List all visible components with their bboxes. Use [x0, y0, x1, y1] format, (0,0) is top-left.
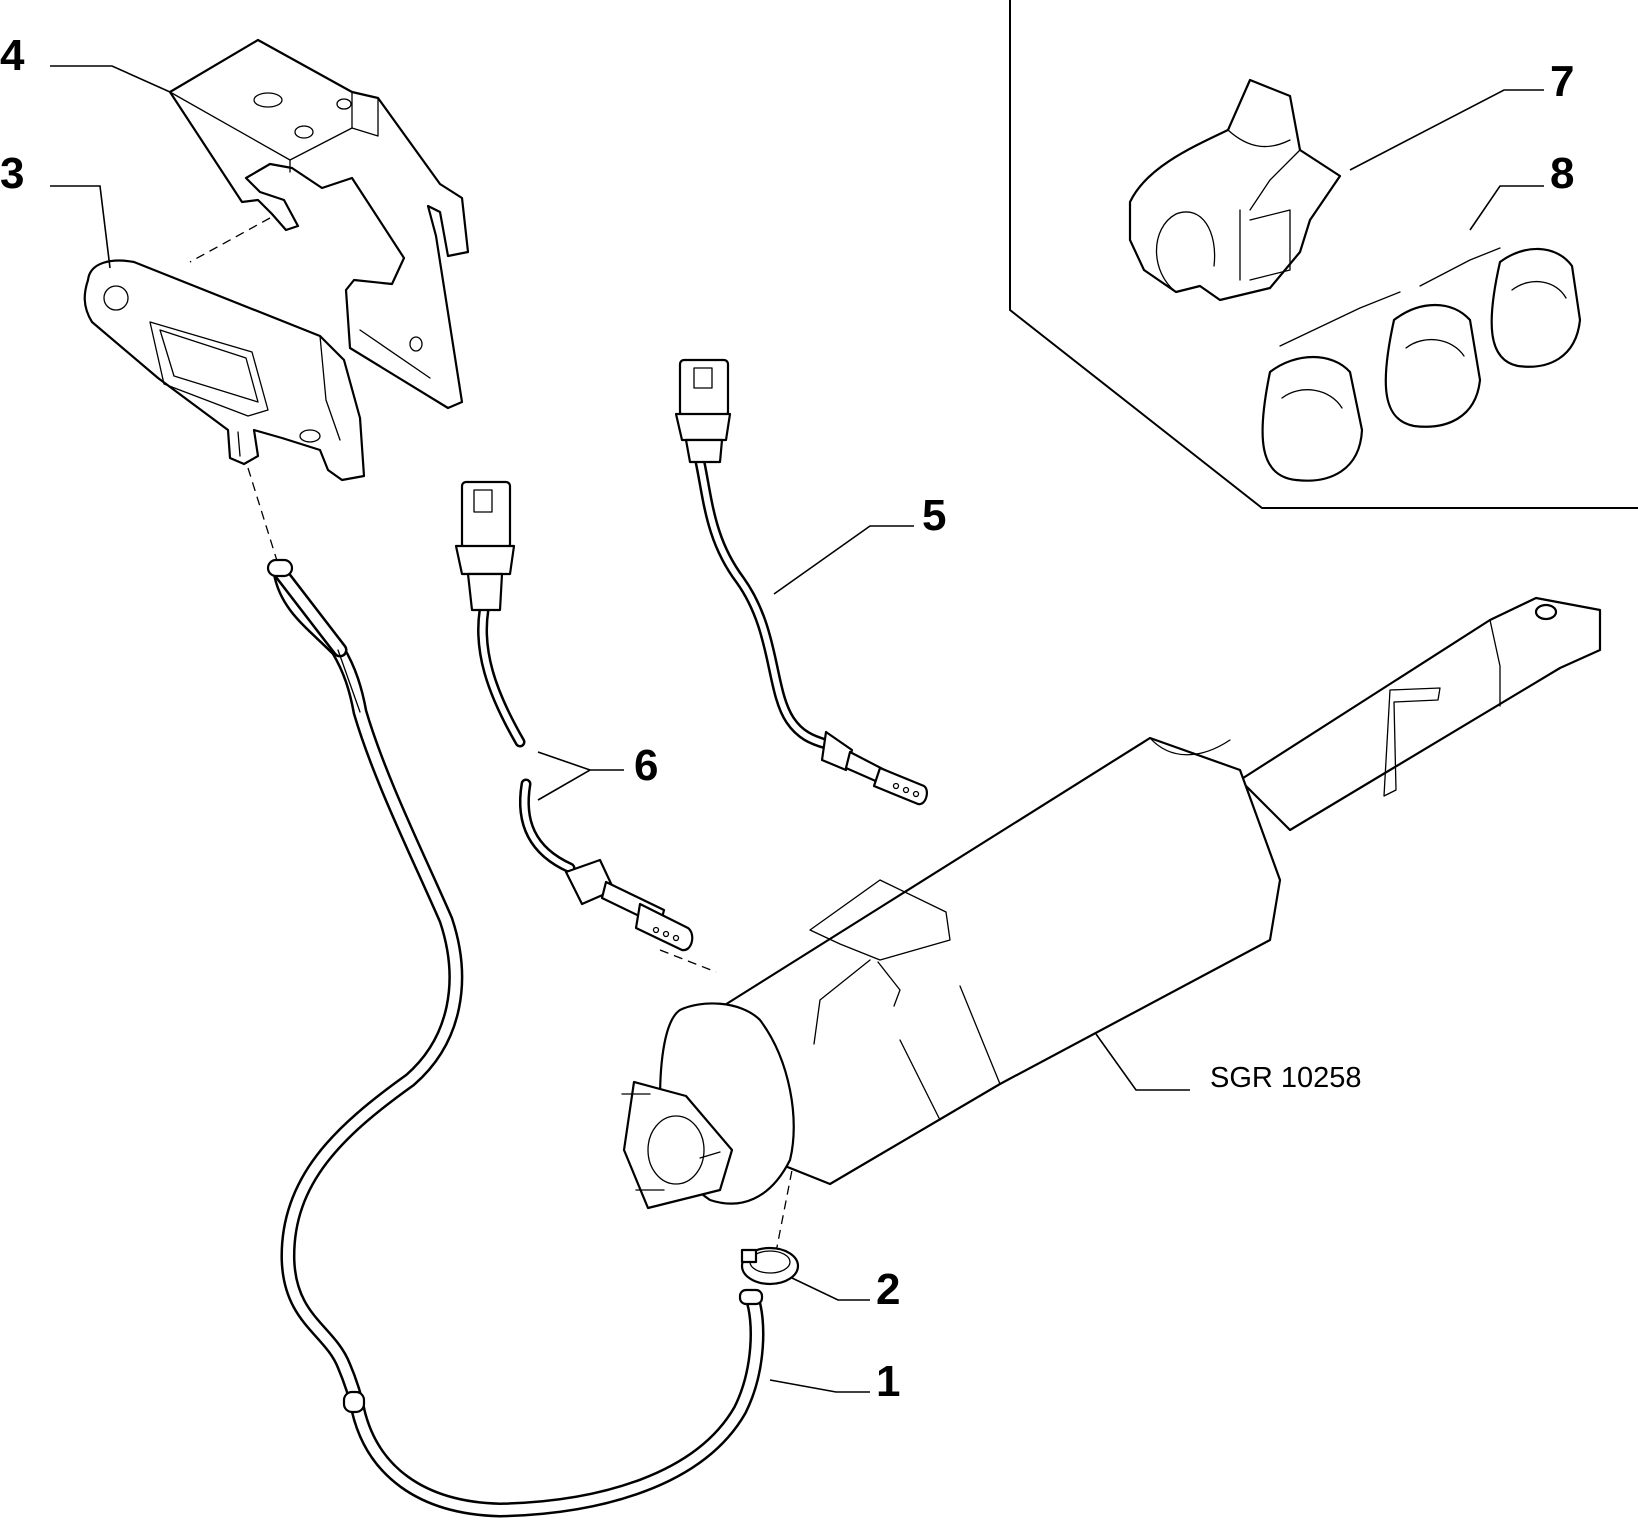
callout-3: 3 [0, 149, 25, 198]
part-1-hose [266, 558, 765, 1518]
part-7-clip [1128, 78, 1342, 302]
part-3-pressure-sensor [83, 259, 366, 482]
part-6-temp-sensor [454, 480, 694, 952]
part-4-bracket [168, 38, 470, 410]
callout-6: 6 [634, 741, 659, 790]
callout-5: 5 [922, 491, 947, 540]
leader-lines [50, 65, 1544, 1393]
callout-1: 1 [876, 1357, 901, 1406]
part-8-clip [1261, 247, 1582, 482]
dpf-assembly [621, 596, 1602, 1210]
part-2-clamp [740, 1246, 800, 1286]
callout-4: 4 [0, 31, 25, 80]
callout-8: 8 [1550, 149, 1575, 198]
inset-frame [1009, 0, 1638, 509]
reference-code: SGR 10258 [1210, 1062, 1362, 1094]
callout-2: 2 [876, 1265, 901, 1314]
callout-7: 7 [1550, 57, 1575, 106]
part-5-temp-sensor [674, 358, 928, 806]
